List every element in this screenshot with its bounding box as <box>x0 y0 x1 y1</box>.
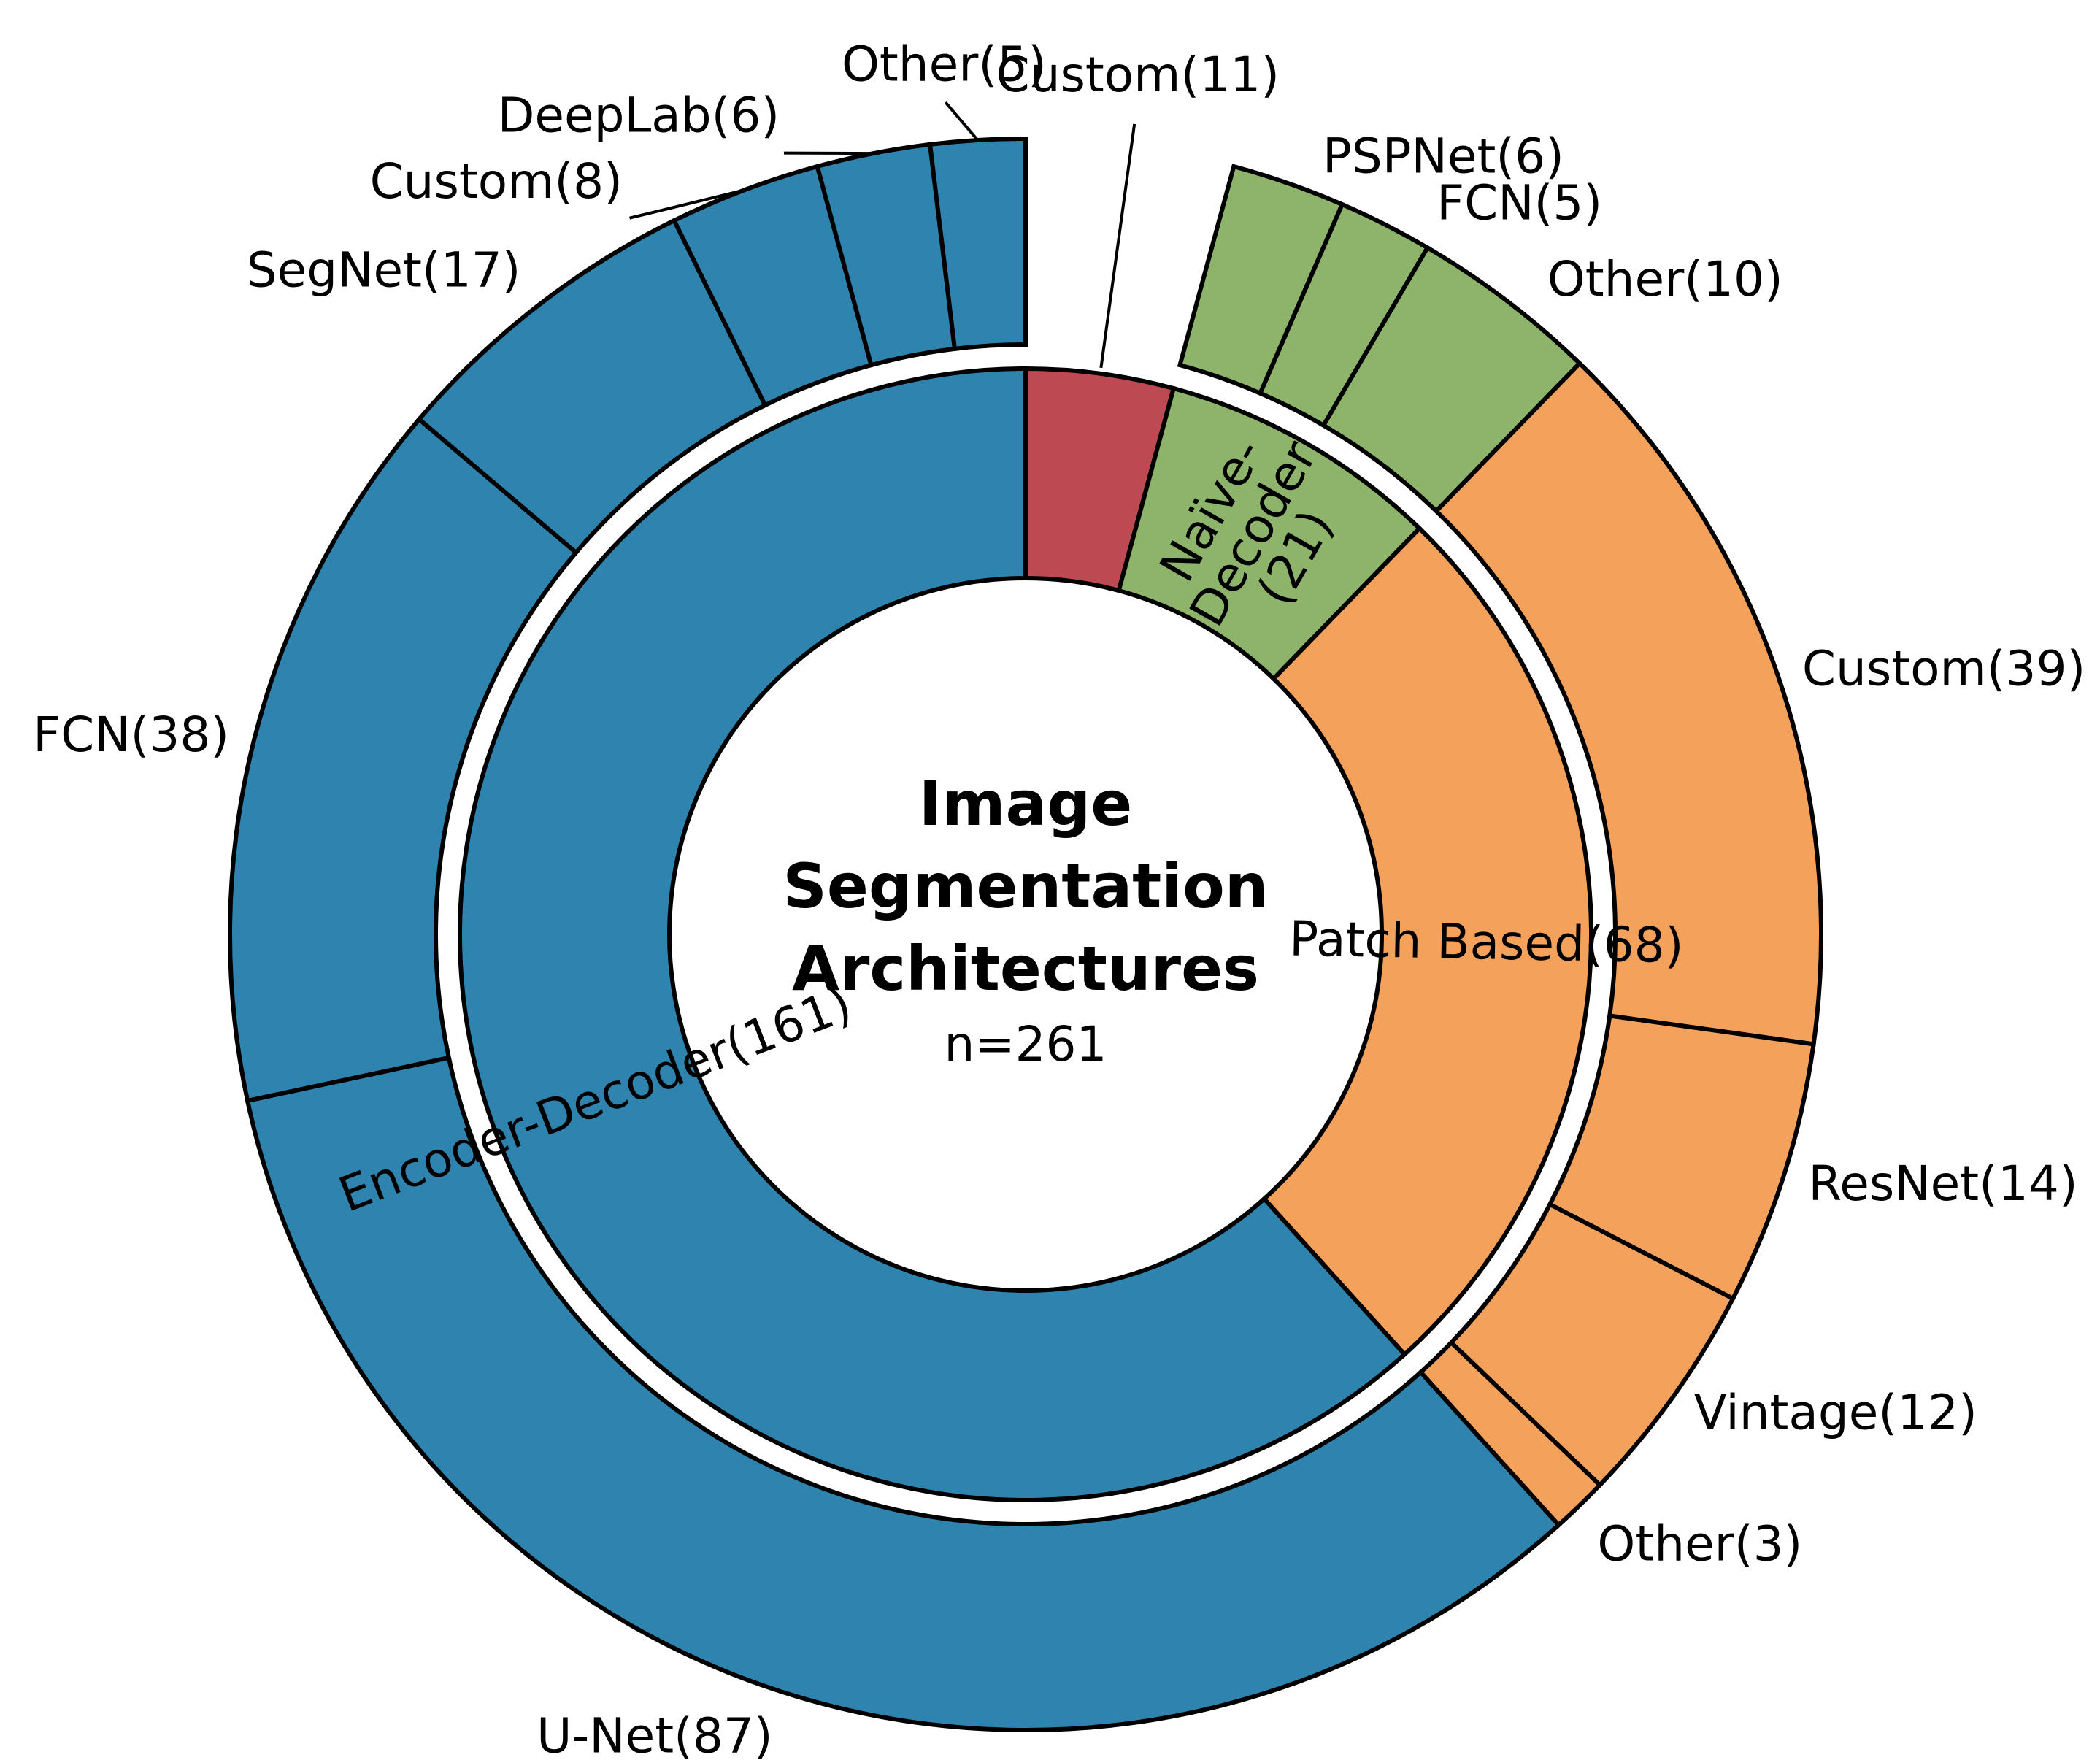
outer-label-custom-39: Custom(39) <box>1802 640 2085 696</box>
outer-label-segnet-17: SegNet(17) <box>247 242 521 299</box>
outer-label-other-5: Other(5) <box>842 36 1047 92</box>
outer-label-other-3: Other(3) <box>1597 1515 1802 1572</box>
inner-segment-encoder-decoder <box>458 366 1408 1502</box>
outer-segment-custom-39 <box>1433 360 1823 1047</box>
outer-label-fcn-38: FCN(38) <box>33 707 229 763</box>
outer-label-resnet-14: ResNet(14) <box>1808 1156 2077 1212</box>
leader-custom-11 <box>1099 123 1136 369</box>
outer-segment-u-net-87 <box>245 1055 1562 1732</box>
outer-label-custom-11: Custom(11) <box>996 47 1280 103</box>
outer-label-vintage-12: Vintage(12) <box>1694 1385 1977 1441</box>
inner-ring <box>458 366 1593 1502</box>
center-label: Image Segmentation Architectures n=261 <box>782 768 1268 1072</box>
inner-segment-patch-based <box>1261 525 1593 1358</box>
center-count: n=261 <box>944 1016 1107 1072</box>
outer-label-custom-8: Custom(8) <box>370 153 623 210</box>
center-title-line-1: Image <box>919 768 1133 839</box>
center-title-line-2: Segmentation <box>782 850 1268 922</box>
outer-labels: Custom(11) PSPNet(6)FCN(5) Other(10) Custom… <box>33 36 2085 1760</box>
outer-label-other-10: Other(10) <box>1547 251 1783 307</box>
inner-label-line: Patch Based(68) <box>1289 911 1685 975</box>
leader-deeplab-6 <box>783 151 874 155</box>
outer-label-u-net-87: U-Net(87) <box>536 1707 772 1760</box>
outer-label-deeplab-6: DeepLab(6) <box>498 87 780 143</box>
leader-custom-8 <box>629 188 745 220</box>
leader-other-5 <box>944 101 979 142</box>
inner-label-patch-based: Patch Based(68) <box>1289 911 1685 975</box>
outer-segment-other-5 <box>927 136 1028 352</box>
outer-label-fcn-5: FCN(5) <box>1436 174 1602 231</box>
center-title-line-3: Architectures <box>792 933 1259 1004</box>
outer-segment-fcn-38 <box>228 416 580 1104</box>
outer-label-pspnet-6: PSPNet(6) <box>1323 128 1564 185</box>
outer-ring <box>228 136 1823 1732</box>
label-leaders <box>629 101 1136 369</box>
